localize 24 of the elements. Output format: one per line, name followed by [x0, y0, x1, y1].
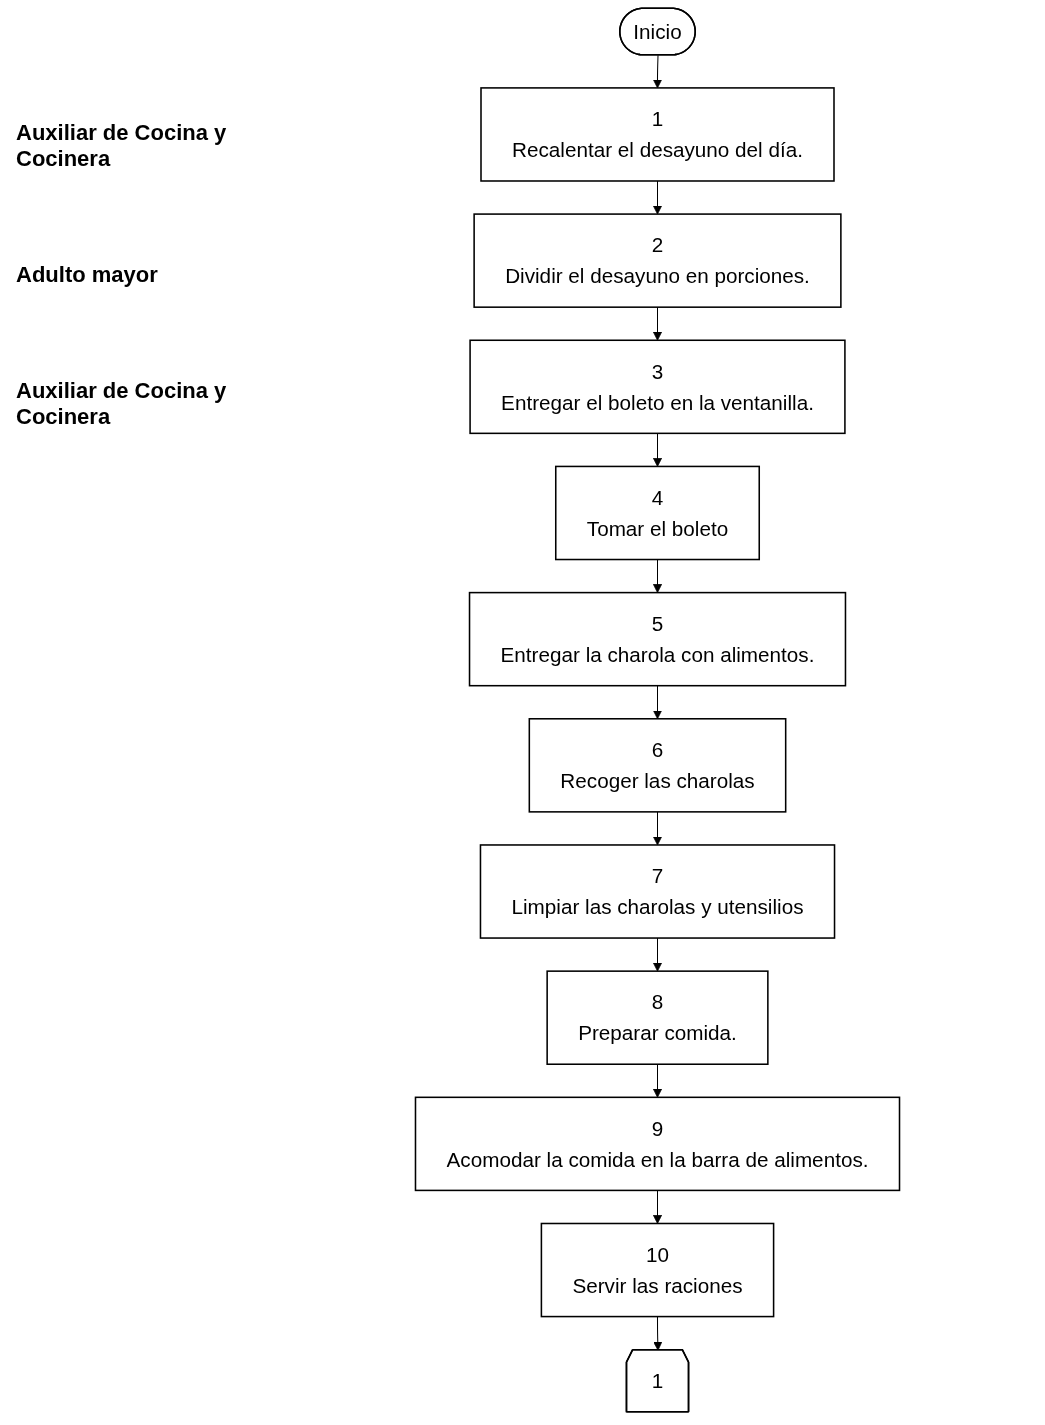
- node-box: 4 Tomar el boleto: [555, 465, 760, 561]
- arrow: [652, 1063, 663, 1098]
- node-box: 10 Servir las raciones: [540, 1222, 775, 1318]
- node-box: 3 Entregar el boleto en la ventanilla.: [469, 339, 846, 435]
- node-box: 7 Limpiar las charolas y utensilios: [479, 844, 836, 939]
- role-label: Adulto mayor: [16, 262, 159, 288]
- node-box: 1 Recalentar el desayuno del día.: [480, 87, 835, 182]
- node-box: 8 Preparar comida.: [546, 970, 769, 1065]
- role-label: Auxiliar de Cocina y Cocinera: [16, 378, 228, 430]
- role-label: Auxiliar de Cocina y Cocinera: [16, 120, 228, 172]
- arrow: [653, 1316, 663, 1351]
- arrow: [652, 306, 663, 341]
- node-box: 2 Dividir el desayuno en porciones.: [473, 213, 842, 308]
- arrow: [652, 180, 663, 215]
- arrow: [652, 1189, 663, 1224]
- node-box: 6 Recoger las charolas: [528, 718, 787, 813]
- arrow: [652, 432, 663, 467]
- node-box: 9 Acomodar la comida en la barra de alimentos.: [414, 1096, 901, 1192]
- arrow: [652, 811, 663, 846]
- arrow: [652, 937, 663, 972]
- arrow: [652, 685, 663, 720]
- node-box: 5 Entregar la charola con alimentos.: [468, 591, 847, 687]
- arrow: [652, 559, 663, 594]
- arrow: [652, 54, 663, 89]
